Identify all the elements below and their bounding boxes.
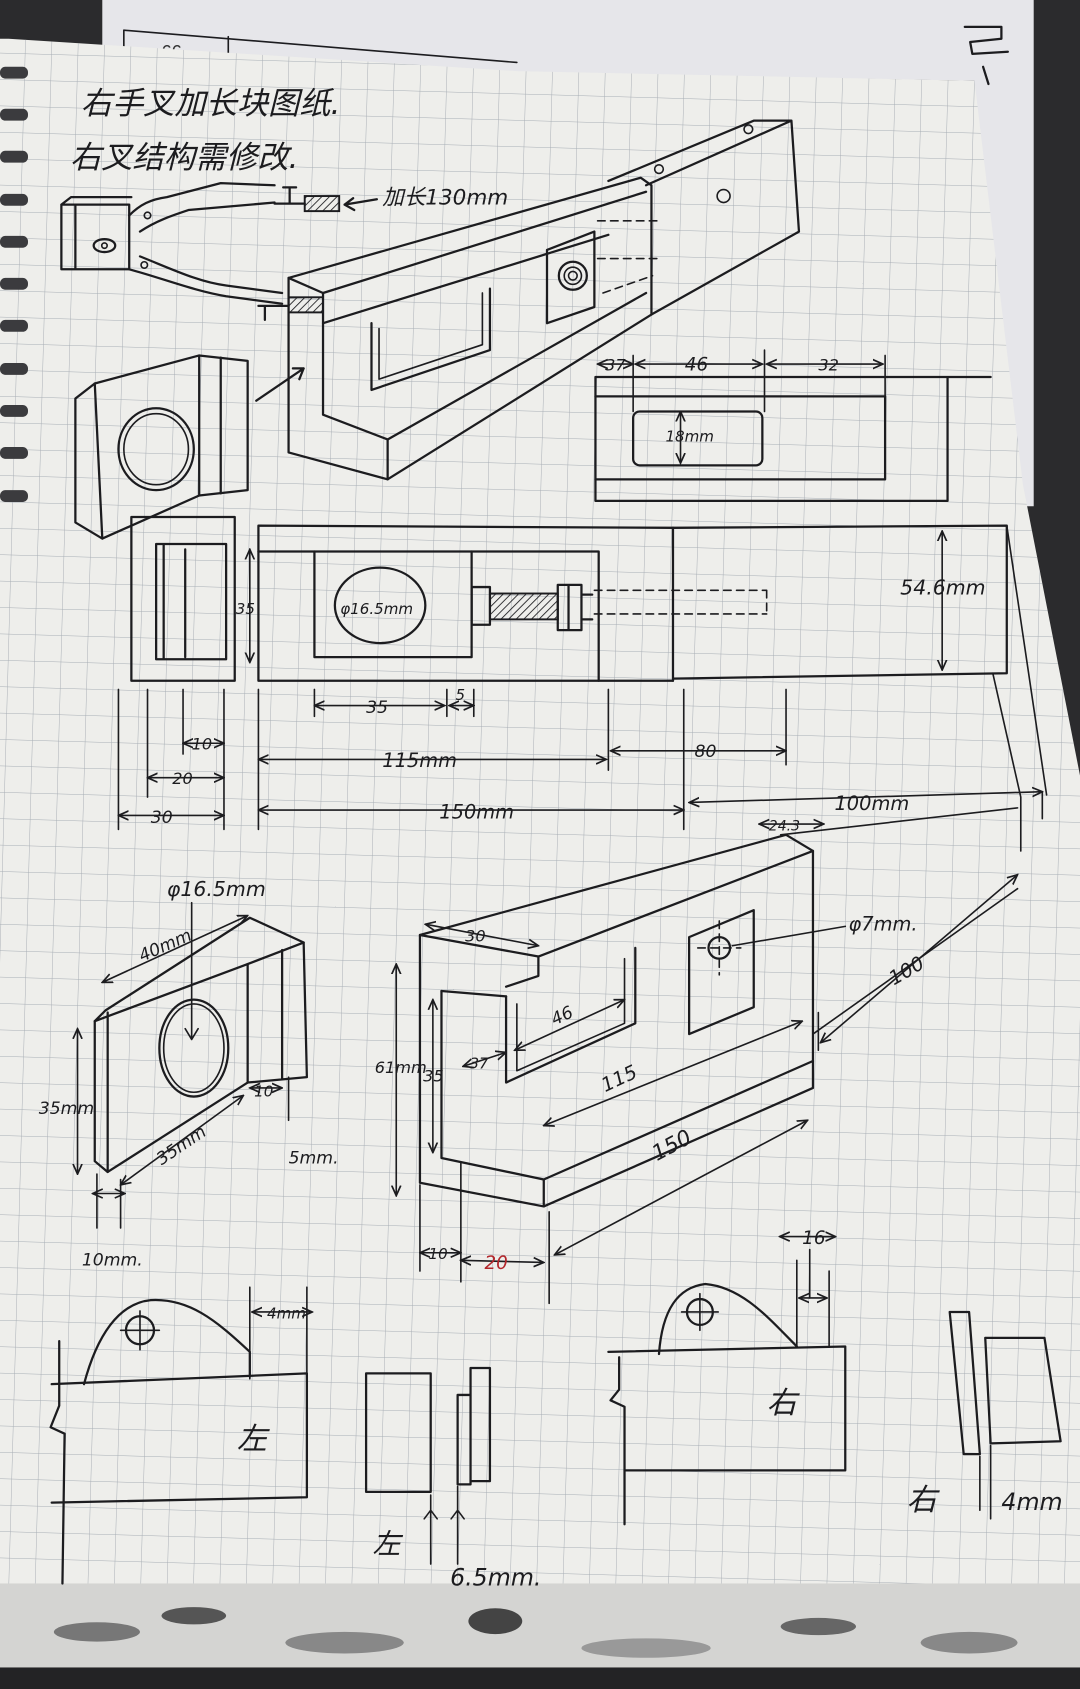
- front-hole: [333, 566, 427, 645]
- channel-lip-width: 30: [465, 926, 486, 945]
- lower-bolt: [287, 296, 324, 314]
- channel-end-width: 24.3: [769, 818, 800, 834]
- right-view-label: 右: [767, 1386, 801, 1421]
- channel-wall: 10: [429, 1245, 448, 1263]
- side-plates: 4mm 左 左 6.5mm. 16 右 右 4mm: [49, 1228, 1063, 1592]
- detail-height: 35mm: [39, 1099, 94, 1119]
- height-54-6: 54.6mm: [900, 576, 985, 600]
- slot-height: 18mm: [665, 428, 714, 446]
- extension-note: 加长130mm: [382, 186, 508, 211]
- length-100: 100mm: [834, 792, 909, 815]
- channel-total-height: 61mm: [375, 1058, 427, 1077]
- front-views: 35 φ16.5mm 54.6mm 35 5 10 20 30 115mm 80…: [118, 515, 1048, 852]
- slot-length: 46: [685, 355, 708, 376]
- dim-10: 10: [192, 735, 213, 754]
- detail-lip-height: 5mm.: [289, 1148, 339, 1168]
- block-iso-small: [74, 354, 249, 540]
- left-plate-label: 左: [373, 1527, 404, 1560]
- detail-hole-diameter: φ16.5mm: [167, 877, 266, 901]
- right-tab-offset: 16: [802, 1228, 825, 1249]
- upper-bolt: [303, 195, 341, 213]
- left-plate-thickness: 6.5mm.: [450, 1564, 541, 1592]
- block-hole: [117, 407, 195, 492]
- length-115: 115mm: [382, 749, 457, 772]
- right-plate-label: 右: [907, 1483, 941, 1518]
- block-width: 35: [366, 698, 388, 718]
- length-80: 80: [695, 742, 717, 762]
- left-view-label: 左: [237, 1422, 270, 1457]
- beam-bolt-hole: [557, 260, 588, 291]
- dim-20: 20: [172, 769, 193, 788]
- front-hole-diameter: φ16.5mm: [340, 600, 413, 618]
- slot: [632, 410, 764, 467]
- slot-side-view: 37 46 32 18mm: [594, 349, 992, 503]
- channel-inner-height: 35: [423, 1066, 444, 1085]
- slot-right-margin: 32: [818, 356, 839, 375]
- corner-mark: [963, 25, 1009, 86]
- channel-depth: 20: [485, 1253, 508, 1274]
- spiral-binding: [0, 66, 28, 502]
- extension-beam-iso: [255, 119, 801, 481]
- channel-slot-offset: 37: [469, 1055, 489, 1073]
- slot-left-margin: 37: [605, 356, 626, 375]
- right-plate-thickness: 4mm: [1001, 1488, 1062, 1516]
- length-150: 150mm: [439, 801, 514, 824]
- dim-30: 30: [151, 808, 173, 828]
- note-title: 右手叉加长块图纸.: [81, 86, 341, 122]
- bolt-shaft: [488, 592, 559, 621]
- bottom-strip: [0, 1583, 1080, 1689]
- fork-sketch: 加长130mm: [60, 181, 508, 322]
- detail-lip-width: 10: [254, 1083, 273, 1101]
- note-remark: 右叉结构需修改.: [70, 140, 298, 176]
- block-gap: 5: [455, 686, 465, 704]
- channel-hole-diameter: φ7mm.: [848, 913, 917, 936]
- plate-height: 35: [236, 600, 255, 618]
- detail-base-width: 10mm.: [82, 1251, 143, 1271]
- left-tab-width: 4mm: [267, 1304, 306, 1322]
